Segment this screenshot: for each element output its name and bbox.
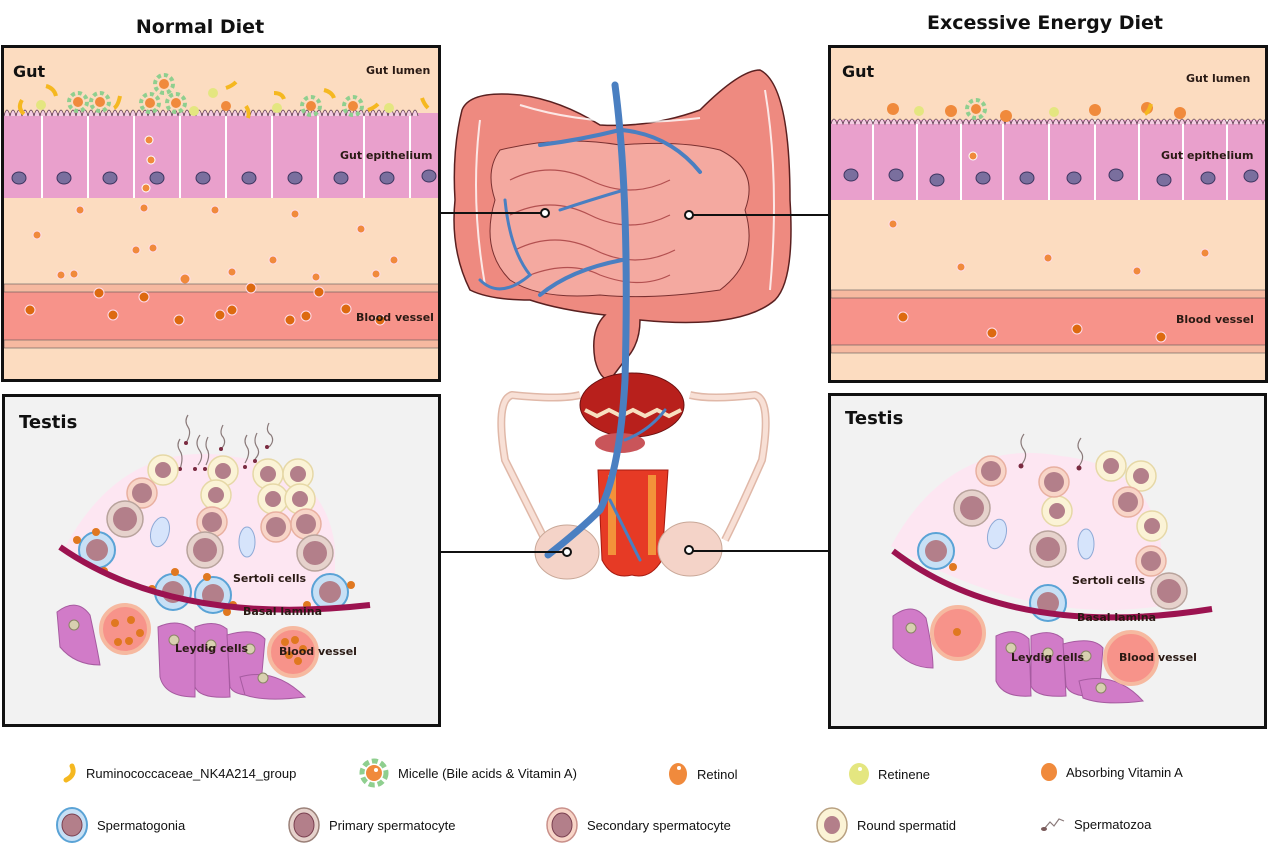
testis-blood-vessels bbox=[930, 605, 1159, 686]
absorbing-vitamin-a-icon bbox=[1041, 763, 1057, 781]
excess-basal-lamina-label: Basal lamina bbox=[1077, 611, 1157, 624]
secondary-spermatocyte-icon bbox=[546, 807, 578, 843]
excess-testis-vessel-label: Blood vessel bbox=[1119, 651, 1197, 664]
secondary-spermatocytes bbox=[126, 477, 322, 543]
blood-vein bbox=[478, 81, 702, 562]
legend-label: Micelle (Bile acids & Vitamin A) bbox=[398, 765, 577, 781]
normal-gut-title: Gut bbox=[13, 62, 46, 81]
legend-label: Retinol bbox=[697, 766, 738, 782]
legend-label: Secondary spermatocyte bbox=[587, 817, 731, 833]
legend-label: Absorbing Vitamin A bbox=[1066, 764, 1183, 780]
excess-gut-title: Gut bbox=[842, 62, 875, 81]
excess-gut-lumen-label: Gut lumen bbox=[1186, 72, 1251, 85]
intestine-illustration bbox=[453, 69, 792, 381]
legend-label: Ruminococcaceae_NK4A214_group bbox=[86, 765, 297, 781]
spermatozoa-group bbox=[1020, 433, 1084, 467]
primary-spermatocytes bbox=[106, 500, 334, 572]
legend-item-spermatozoa: Spermatozoa bbox=[1040, 815, 1151, 833]
legend-item-primary-spermatocyte: Primary spermatocyte bbox=[287, 806, 455, 844]
normal-gut-epithelium-label: Gut epithelium bbox=[340, 149, 433, 162]
basal-lamina bbox=[891, 548, 1213, 621]
connector-normal-testis bbox=[441, 551, 566, 553]
primary-spermatocyte-icon bbox=[288, 807, 320, 843]
connector-excess-testis bbox=[690, 550, 828, 552]
round-spermatid-icon bbox=[816, 807, 848, 843]
normal-testis-vessel-label: Blood vessel bbox=[279, 645, 357, 658]
legend-item-micelle: Micelle (Bile acids & Vitamin A) bbox=[358, 757, 577, 789]
testis-blood-vessels bbox=[99, 603, 319, 678]
normal-leydig-label: Leydig cells bbox=[175, 642, 249, 655]
legend-item-spermatogonia: Spermatogonia bbox=[55, 806, 185, 844]
legend-label: Retinene bbox=[878, 766, 931, 782]
legend-label: Spermatozoa bbox=[1074, 816, 1152, 832]
legend-item-secondary-spermatocyte: Secondary spermatocyte bbox=[545, 806, 731, 844]
normal-diet-heading: Normal Diet bbox=[135, 16, 265, 38]
normal-testis-panel: Testis Sertoli cells Basal lamina Leydig… bbox=[2, 394, 441, 727]
lumen-particles bbox=[17, 73, 430, 193]
legend-item-round-spermatid: Round spermatid bbox=[815, 806, 956, 844]
normal-sertoli-label: Sertoli cells bbox=[233, 572, 307, 585]
spermatozoa-icon bbox=[1041, 818, 1065, 831]
connector-excess-gut bbox=[690, 214, 828, 216]
round-spermatids bbox=[147, 454, 316, 515]
normal-gut-lumen-label: Gut lumen bbox=[366, 64, 431, 77]
sertoli-nuclei bbox=[149, 516, 256, 558]
gut-epithelium-cells bbox=[831, 118, 1265, 200]
absorbed-vitamin-a-particles bbox=[888, 219, 1210, 276]
connector-normal-gut bbox=[441, 212, 541, 214]
excessive-energy-diet-heading: Excessive Energy Diet bbox=[926, 12, 1163, 34]
normal-gut-blood-vessel-label: Blood vessel bbox=[356, 311, 434, 324]
spermatozoa-group bbox=[177, 414, 274, 470]
primary-spermatocytes bbox=[953, 489, 1188, 610]
male-reproductive-illustration bbox=[497, 372, 770, 580]
micelle-icon bbox=[359, 758, 389, 788]
gut-blood-vessel bbox=[831, 289, 1265, 354]
legend-label: Round spermatid bbox=[857, 817, 956, 833]
normal-gut-illustration bbox=[4, 73, 438, 349]
legend-label: Spermatogonia bbox=[97, 817, 186, 833]
legend-item-absorbing-vitamin-a: Absorbing Vitamin A bbox=[1040, 762, 1183, 782]
excess-gut-blood-vessel-label: Blood vessel bbox=[1176, 313, 1254, 326]
absorbed-vitamin-a-particles bbox=[32, 203, 399, 285]
normal-basal-lamina-label: Basal lamina bbox=[243, 605, 323, 618]
normal-gut-panel: Gut Gut lumen Gut epithelium Blood vesse… bbox=[1, 45, 441, 382]
basal-lamina bbox=[58, 544, 371, 613]
legend-item-retinol: Retinol bbox=[667, 762, 737, 786]
leydig-cells bbox=[892, 608, 1145, 704]
leydig-cells bbox=[56, 604, 307, 700]
lumen-particles bbox=[887, 98, 1186, 161]
excess-gut-epithelium-label: Gut epithelium bbox=[1161, 149, 1254, 162]
retinene-icon bbox=[849, 763, 869, 785]
spermatogonia-icon bbox=[56, 807, 88, 843]
excess-testis-illustration bbox=[891, 433, 1213, 704]
gut-blood-vessel bbox=[4, 282, 438, 349]
excess-testis-title: Testis bbox=[845, 408, 904, 429]
legend-item-retinene: Retinene bbox=[848, 762, 930, 786]
secondary-spermatocytes bbox=[975, 455, 1167, 577]
retinol-icon bbox=[669, 763, 687, 785]
normal-testis-title: Testis bbox=[19, 412, 78, 433]
excess-leydig-label: Leydig cells bbox=[1011, 651, 1085, 664]
excess-sertoli-label: Sertoli cells bbox=[1072, 574, 1146, 587]
bacteria-icon bbox=[63, 763, 76, 783]
legend-label: Primary spermatocyte bbox=[329, 817, 456, 833]
legend-item-bacteria: Ruminococcaceae_NK4A214_group bbox=[60, 763, 296, 783]
excess-testis-panel: Testis Sertoli cells Basal lamina Leydig… bbox=[828, 393, 1267, 729]
normal-testis-illustration bbox=[56, 414, 371, 700]
sertoli-nuclei bbox=[986, 518, 1095, 560]
excess-gut-illustration bbox=[831, 98, 1265, 354]
excess-gut-panel: Gut Gut lumen Gut epithelium Blood vesse… bbox=[828, 45, 1268, 383]
